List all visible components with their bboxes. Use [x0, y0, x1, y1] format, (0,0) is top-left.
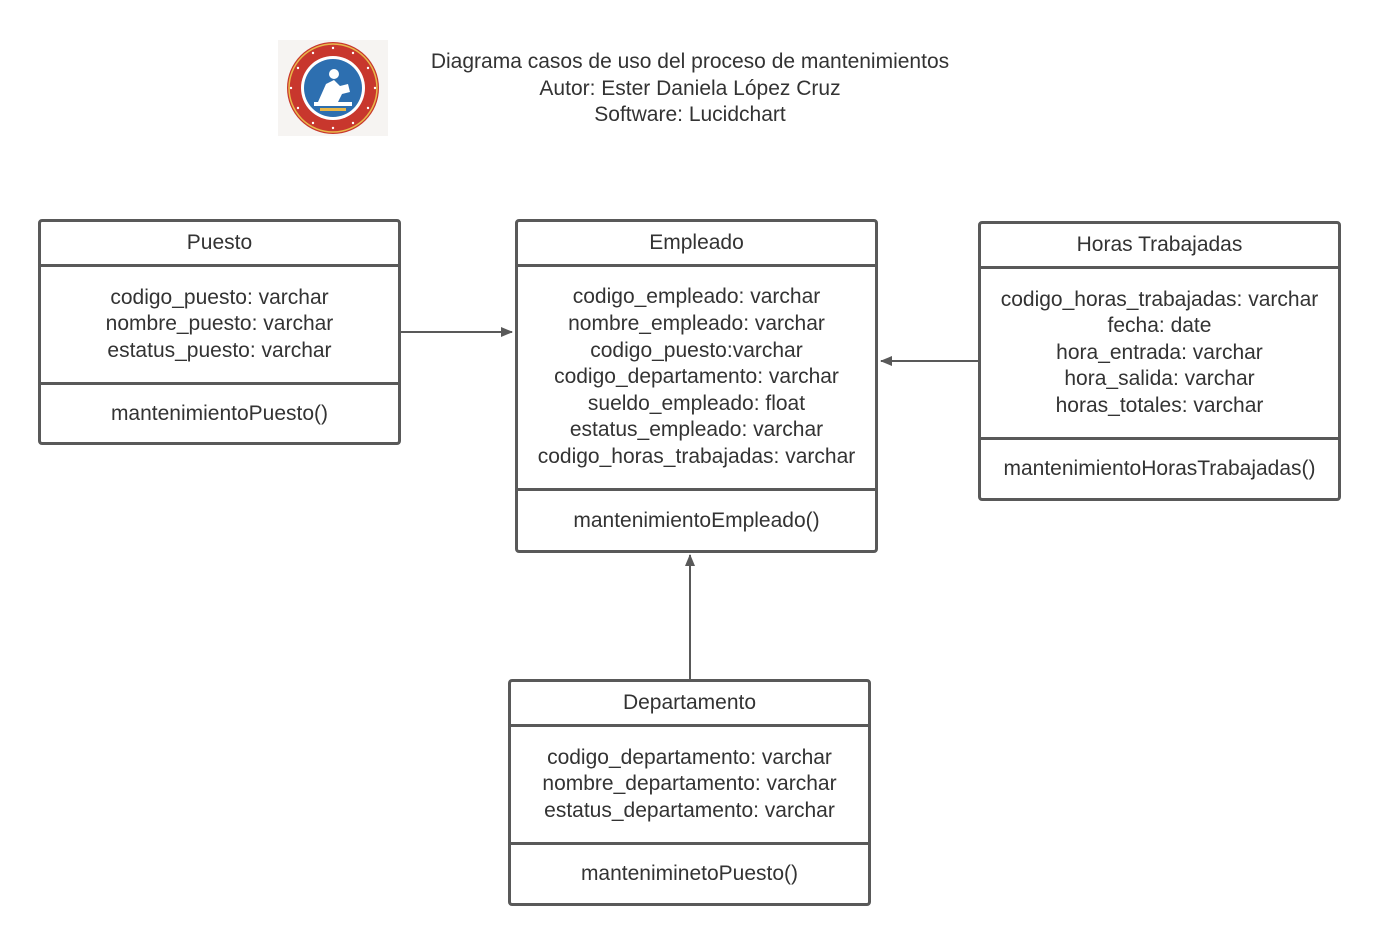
class-departamento-name: Departamento: [511, 682, 868, 727]
class-empleado-method: mantenimientoEmpleado(): [573, 508, 820, 532]
class-horas-trabajadas[interactable]: Horas Trabajadas codigo_horas_trabajadas…: [978, 221, 1341, 501]
class-departamento-method: manteniminetoPuesto(): [580, 862, 799, 885]
class-horas-trabajadas-method: mantenimientoHorasTrabajadas(): [1003, 457, 1316, 480]
diagram-title: Diagrama casos de uso del proceso de man…: [430, 50, 950, 73]
attribute: codigo_horas_trabajadas: varchar: [1000, 287, 1319, 311]
attribute: codigo_puesto:varchar: [590, 338, 803, 362]
attribute: hora_entrada: varchar: [1056, 340, 1263, 364]
class-puesto[interactable]: Puesto codigo_puesto: varchar nombre_pue…: [38, 219, 401, 445]
university-logo: [278, 40, 388, 136]
class-puesto-attributes: codigo_puesto: varchar nombre_puesto: va…: [41, 267, 398, 385]
attribute: codigo_empleado: varchar: [572, 285, 821, 309]
class-horas-trabajadas-name: Horas Trabajadas: [981, 224, 1338, 269]
class-empleado-name: Empleado: [518, 222, 875, 267]
diagram-software: Software: Lucidchart: [594, 103, 786, 126]
attribute: nombre_empleado: varchar: [568, 312, 825, 336]
attribute: codigo_horas_trabajadas: varchar: [537, 444, 856, 468]
diagram-author: Autor: Ester Daniela López Cruz: [539, 76, 841, 100]
attribute: estatus_departamento: varchar: [544, 798, 835, 822]
attribute: sueldo_empleado: float: [587, 391, 806, 415]
class-puesto-method: mantenimientoPuesto(): [110, 401, 329, 425]
class-departamento-attributes: codigo_departamento: varchar nombre_depa…: [511, 727, 868, 845]
class-horas-trabajadas-attributes: codigo_horas_trabajadas: varchar fecha: …: [981, 269, 1338, 440]
attribute: nombre_departamento: varchar: [542, 772, 837, 796]
attribute: hora_salida: varchar: [1064, 367, 1255, 391]
class-empleado-attributes: codigo_empleado: varchar nombre_empleado…: [518, 267, 875, 491]
class-empleado[interactable]: Empleado codigo_empleado: varchar nombre…: [515, 219, 878, 553]
diagram-header: Diagrama casos de uso del proceso de man…: [390, 49, 990, 129]
attribute: fecha: date: [1107, 314, 1212, 338]
attribute: codigo_departamento: varchar: [554, 365, 839, 389]
attribute: nombre_puesto: varchar: [105, 312, 334, 336]
class-puesto-name: Puesto: [41, 222, 398, 267]
attribute: codigo_departamento: varchar: [547, 745, 832, 769]
attribute: horas_totales: varchar: [1055, 393, 1264, 417]
attribute: estatus_puesto: varchar: [107, 338, 332, 362]
attribute: codigo_puesto: varchar: [110, 285, 329, 309]
class-departamento[interactable]: Departamento codigo_departamento: varcha…: [508, 679, 871, 906]
attribute: estatus_empleado: varchar: [569, 418, 824, 442]
